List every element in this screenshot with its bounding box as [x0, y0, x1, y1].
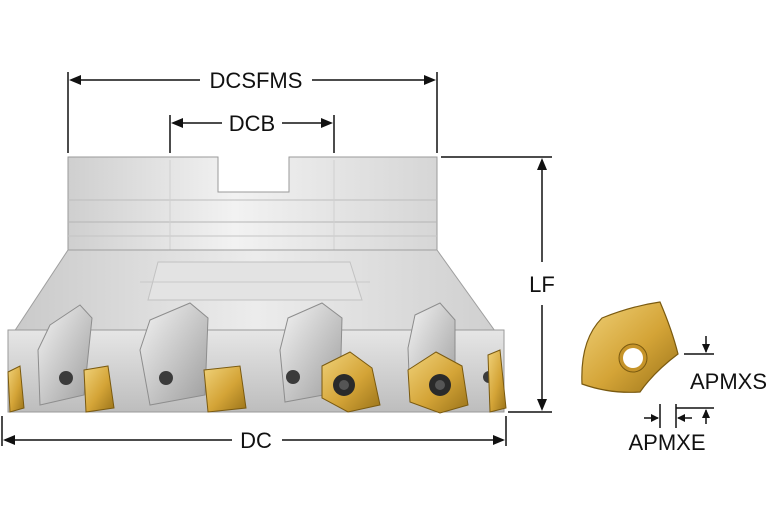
dc-label: DC: [240, 428, 272, 453]
clamp-hole: [59, 371, 73, 385]
insert-pocket: [139, 302, 209, 406]
insert-with-screw: [321, 351, 381, 413]
insert-pocket: [37, 304, 93, 406]
dcb-label: DCB: [229, 111, 275, 136]
clamp-hole: [286, 370, 300, 384]
clamp-hole: [159, 371, 173, 385]
apmxe-label: APMXE: [628, 430, 705, 455]
dimension-lines: [1, 72, 714, 446]
insert-gold: [487, 349, 507, 413]
dimension-labels: DCSFMS DCB LF DC APMXS APMXE: [210, 68, 767, 455]
insert-gold: [83, 365, 115, 413]
insert-gold: [7, 365, 25, 413]
apmxs-label: APMXS: [690, 369, 767, 394]
insert-with-screw: [407, 351, 469, 414]
dcsfms-label: DCSFMS: [210, 68, 303, 93]
cone-facet: [147, 261, 363, 301]
insert-gold: [203, 365, 247, 413]
lf-label: LF: [529, 272, 555, 297]
insert-hole-center: [623, 348, 643, 368]
insert-detail: [581, 301, 679, 393]
body-inserts: [7, 349, 507, 414]
